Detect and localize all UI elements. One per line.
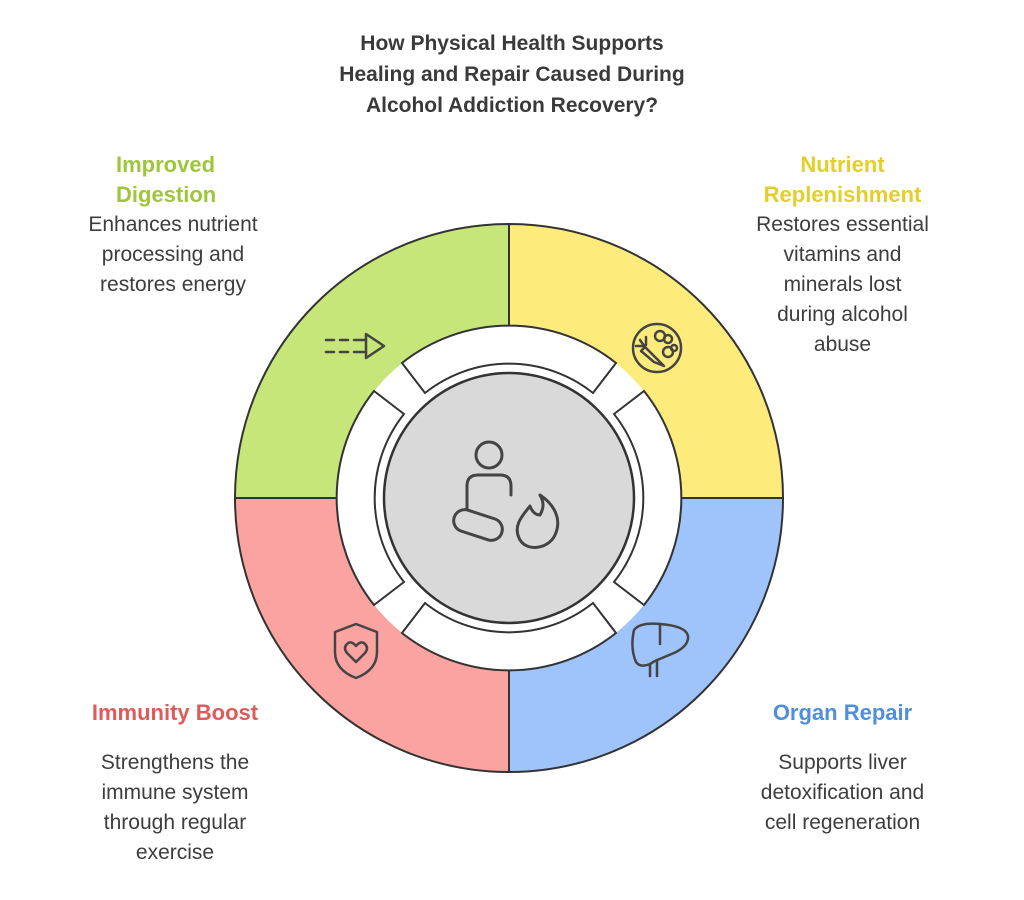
description: Strengthens the immune system through re… bbox=[60, 748, 290, 868]
description: Enhances nutrient processing and restore… bbox=[58, 210, 288, 300]
arrow-right-icon bbox=[324, 332, 386, 360]
heading-line: Organ Repair bbox=[772, 700, 913, 725]
inner-arc-left bbox=[335, 389, 406, 607]
heading-line: Replenishment bbox=[763, 182, 922, 207]
title-line: Alcohol Addiction Recovery? bbox=[365, 94, 659, 117]
description: Restores essential vitamins and minerals… bbox=[730, 210, 955, 360]
description-line: restores energy bbox=[100, 273, 246, 296]
liver-icon bbox=[631, 622, 690, 678]
description-line: exercise bbox=[135, 841, 215, 864]
description-line: Supports liver bbox=[778, 751, 907, 774]
label-organ-repair: Organ Repair Supports liver detoxificati… bbox=[730, 698, 955, 838]
description-line: vitamins and bbox=[783, 243, 902, 266]
person-healing-icon bbox=[452, 440, 560, 549]
label-nutrient-replenishment: Nutrient Replenishment Restores essentia… bbox=[730, 150, 955, 360]
vegetables-icon bbox=[631, 322, 683, 374]
title-line: Healing and Repair Caused During bbox=[339, 63, 685, 86]
heading-line: Immunity Boost bbox=[91, 700, 259, 725]
description: Supports liver detoxification and cell r… bbox=[730, 748, 955, 838]
center-circle bbox=[382, 371, 636, 625]
description-line: cell regeneration bbox=[764, 811, 921, 834]
label-immunity-boost: Immunity Boost Strengthens the immune sy… bbox=[60, 698, 290, 868]
heading-line: Improved bbox=[116, 152, 216, 177]
description-line: immune system bbox=[101, 781, 249, 804]
diagram-title: How Physical Health Supports Healing and… bbox=[262, 28, 762, 121]
description-line: Enhances nutrient bbox=[88, 213, 258, 236]
inner-arc-right bbox=[612, 389, 683, 607]
description-line: Restores essential bbox=[756, 213, 929, 236]
description-line: abuse bbox=[813, 333, 872, 356]
shield-heart-icon bbox=[333, 622, 379, 680]
description-line: through regular bbox=[103, 811, 247, 834]
description-line: processing and bbox=[101, 243, 245, 266]
heading: Improved Digestion bbox=[58, 150, 288, 210]
heading: Nutrient Replenishment bbox=[730, 150, 955, 210]
heading: Organ Repair bbox=[730, 698, 955, 728]
description-line: minerals lost bbox=[783, 273, 902, 296]
description-line: detoxification and bbox=[760, 781, 925, 804]
heading-line: Digestion bbox=[116, 182, 217, 207]
inner-arc-bottom bbox=[400, 601, 618, 672]
description-line: during alcohol bbox=[777, 303, 908, 326]
heading-line: Nutrient bbox=[800, 152, 885, 177]
heading: Immunity Boost bbox=[60, 698, 290, 728]
label-improved-digestion: Improved Digestion Enhances nutrient pro… bbox=[58, 150, 288, 300]
inner-arc-top bbox=[400, 324, 618, 395]
description-line: Strengthens the bbox=[100, 751, 250, 774]
title-line: How Physical Health Supports bbox=[360, 32, 664, 55]
